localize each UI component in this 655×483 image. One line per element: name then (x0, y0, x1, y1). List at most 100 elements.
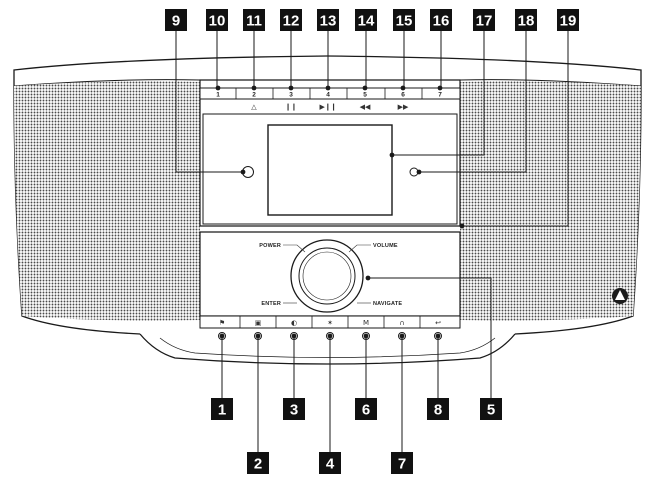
callout-number: 13 (320, 13, 337, 30)
preset-button-3[interactable]: 3 (272, 88, 293, 99)
callout-box (427, 398, 449, 420)
callout-box (319, 452, 341, 474)
callout-8: 8 (427, 398, 449, 420)
leader-line-5 (368, 277, 492, 409)
leader-endpoint (325, 85, 331, 91)
callout-19: 19 (557, 9, 579, 31)
callout-number: 16 (433, 13, 450, 30)
callout-box (165, 9, 187, 31)
leader-endpoint (362, 85, 368, 91)
leader-line-17 (392, 26, 485, 156)
callout-box (243, 9, 265, 31)
callout-number: 2 (254, 456, 262, 473)
display-screen (267, 124, 393, 216)
leader-line-19 (462, 26, 569, 227)
callout-box (430, 9, 452, 31)
preset-button-6[interactable]: 6 (384, 88, 405, 99)
knob-label-lines (283, 244, 371, 304)
leader-endpoint (219, 333, 225, 339)
callout-box (211, 398, 233, 420)
callout-14: 14 (355, 9, 377, 31)
function-button-symbol: ✶ (327, 319, 333, 327)
callout-number: 6 (362, 402, 370, 419)
callout-number: 15 (396, 13, 413, 30)
callout-5: 5 (480, 398, 502, 420)
callout-number: 12 (283, 13, 300, 30)
leader-endpoint (416, 169, 422, 175)
leader-endpoint (437, 85, 443, 91)
callout-15: 15 (393, 9, 415, 31)
leader-endpoint (255, 333, 261, 339)
callout-number: 9 (172, 13, 180, 30)
preset-label: 3 (289, 92, 293, 99)
preset-button-2[interactable]: 2 (235, 88, 256, 99)
callout-number: 5 (487, 402, 495, 419)
callout-number: 11 (246, 13, 262, 30)
function-button-symbol: ↩ (435, 319, 441, 327)
callout-box (283, 398, 305, 420)
preset-symbol: ❙❙ (285, 103, 297, 111)
leader-endpoint (435, 333, 441, 339)
callout-number: 10 (209, 13, 226, 30)
leader-line-9 (175, 26, 243, 173)
label-navigate: NAVIGATE (373, 301, 402, 307)
callout-13: 13 (317, 9, 339, 31)
callout-box (557, 9, 579, 31)
speaker-grille-right (460, 81, 641, 321)
label-enter: ENTER (261, 301, 281, 307)
callout-box (393, 9, 415, 31)
preset-button-1[interactable]: 1 (216, 92, 220, 99)
callout-12: 12 (280, 9, 302, 31)
callout-number: 19 (560, 13, 577, 30)
preset-label: 4 (326, 92, 330, 99)
leader-endpoint (251, 85, 257, 91)
label-power: POWER (259, 243, 281, 249)
label-volume: VOLUME (373, 243, 398, 249)
leader-endpoint (459, 223, 465, 229)
callout-7: 7 (391, 452, 413, 474)
callout-2: 2 (247, 452, 269, 474)
leader-lines (175, 26, 569, 463)
callout-11: 11 (243, 9, 265, 31)
leader-line-18 (419, 26, 527, 173)
callout-number: 4 (326, 456, 335, 473)
preset-label: 2 (252, 92, 256, 99)
preset-symbol: ▶❙❙ (319, 103, 336, 111)
preset-symbol: △ (251, 103, 257, 111)
callout-number: 17 (476, 13, 493, 30)
callout-box (280, 9, 302, 31)
callout-box (355, 9, 377, 31)
callout-10: 10 (206, 9, 228, 31)
callout-number: 8 (434, 402, 442, 419)
callout-box (206, 9, 228, 31)
callout-box (391, 452, 413, 474)
navigate-knob[interactable] (290, 239, 364, 313)
callout-box (247, 452, 269, 474)
function-button-symbol: M (363, 319, 369, 327)
callout-17: 17 (473, 9, 495, 31)
callout-box (473, 9, 495, 31)
preset-button-7[interactable]: 7 (421, 88, 442, 99)
preset-button-row: 1 2 3 4 5 6 7 △ ❙❙ ▶❙❙ ◀◀ ▶▶ (216, 88, 442, 111)
leader-endpoint (215, 85, 221, 91)
preset-symbol: ▶▶ (398, 103, 409, 111)
callout-4: 4 (319, 452, 341, 474)
callout-box (480, 398, 502, 420)
brand-logo (612, 288, 628, 304)
callout-box (355, 398, 377, 420)
preset-button-5[interactable]: 5 (346, 88, 367, 99)
preset-symbol: ◀◀ (360, 103, 371, 111)
callout-16: 16 (430, 9, 452, 31)
leader-endpoint (400, 85, 406, 91)
leader-endpoint (399, 333, 405, 339)
callout-number: 18 (518, 13, 535, 30)
preset-button-4[interactable]: 4 (309, 88, 330, 99)
leader-endpoint (291, 333, 297, 339)
callout-1: 1 (211, 398, 233, 420)
speaker-grille-left (14, 81, 200, 321)
callout-number: 14 (358, 13, 375, 30)
preset-label: 7 (438, 92, 442, 99)
callout-number: 3 (290, 402, 298, 419)
